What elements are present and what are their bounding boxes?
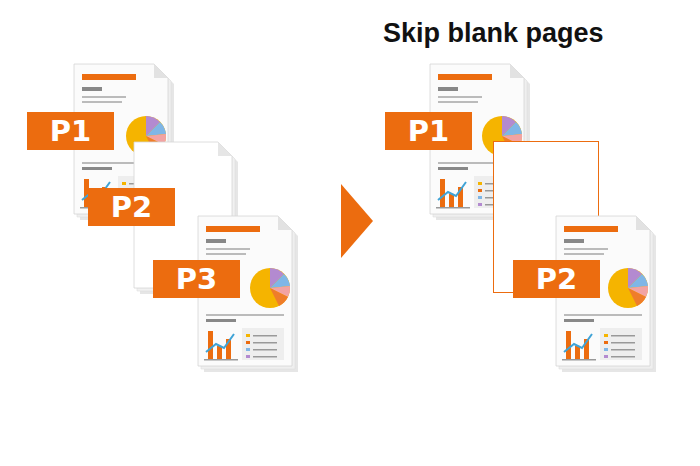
page-label: P2 — [536, 262, 577, 296]
page-label: P1 — [50, 114, 91, 148]
title: Skip blank pages — [383, 18, 604, 49]
page-label: P3 — [176, 262, 217, 296]
page-label: P2 — [111, 190, 152, 224]
page-label: P1 — [408, 114, 449, 148]
page-tab: P2 — [513, 260, 600, 298]
page-tab: P1 — [27, 112, 114, 150]
page-tab: P2 — [88, 188, 175, 226]
page-tab: P1 — [385, 112, 472, 150]
arrow-triangle — [341, 184, 373, 258]
page-tab: P3 — [153, 260, 240, 298]
